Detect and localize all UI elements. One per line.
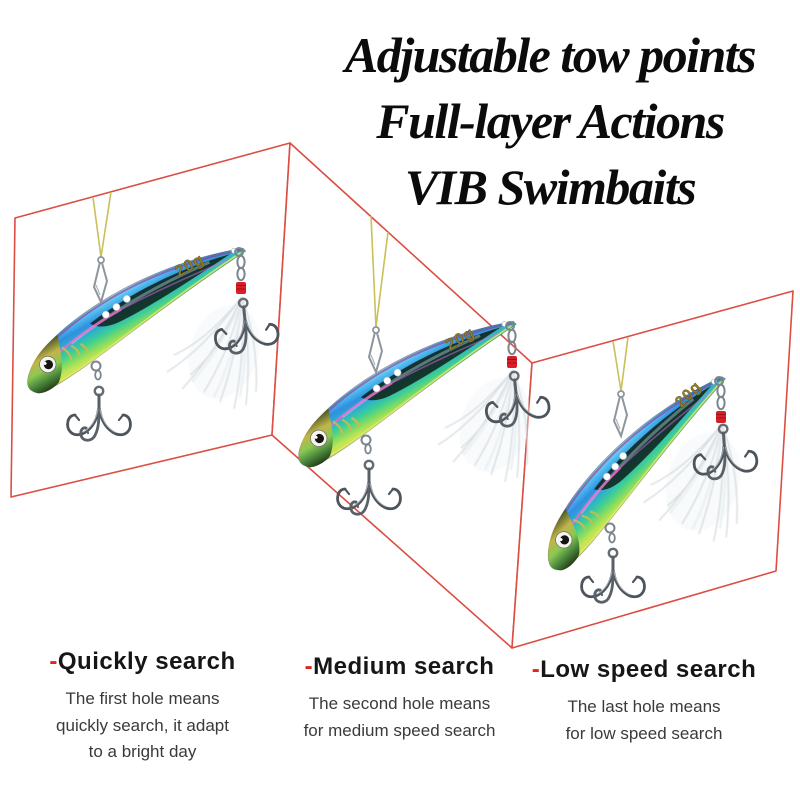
body-line: for medium speed search bbox=[303, 720, 496, 740]
section-heading: -Medium search bbox=[272, 653, 527, 681]
section-quickly-search: -Quickly search The first hole means qui… bbox=[15, 648, 270, 766]
body-line: The last hole means bbox=[567, 697, 721, 716]
body-line: for low speed search bbox=[565, 723, 723, 743]
belly-link bbox=[608, 532, 616, 544]
heading-text: Low speed search bbox=[540, 656, 757, 683]
section-low-speed-search: -Low speed search The last hole means fo… bbox=[518, 656, 770, 747]
fishing-line bbox=[92, 191, 112, 258]
section-body: The first hole means quickly search, it … bbox=[15, 686, 270, 766]
heading-dash: - bbox=[304, 653, 314, 680]
heading-dash: - bbox=[531, 656, 541, 683]
heading-text: Medium search bbox=[313, 653, 495, 680]
title-line-2: Full-layer Actions bbox=[376, 93, 725, 149]
body-line: The first hole means bbox=[65, 689, 220, 708]
body-line: The second hole means bbox=[308, 694, 491, 713]
heading-text: Quickly search bbox=[57, 648, 236, 675]
belly-link bbox=[94, 369, 102, 381]
section-medium-search: -Medium search The second hole means for… bbox=[272, 653, 527, 744]
section-body: The second hole means for medium speed s… bbox=[272, 691, 527, 744]
section-body: The last hole means for low speed search bbox=[518, 694, 770, 747]
heading-dash: - bbox=[49, 648, 58, 675]
title-line-3: VIB Swimbaits bbox=[404, 159, 697, 215]
title-line-1: Adjustable tow points bbox=[344, 27, 757, 83]
body-line: to a bright day bbox=[88, 742, 197, 761]
belly-link bbox=[364, 443, 372, 455]
section-heading: -Quickly search bbox=[15, 648, 270, 676]
fishing-line bbox=[370, 215, 389, 328]
belly-split-ring bbox=[604, 522, 616, 534]
section-heading: -Low speed search bbox=[518, 656, 770, 684]
title: Adjustable tow points Full-layer Actions… bbox=[290, 22, 800, 220]
body-line: quickly search, it adapt bbox=[56, 715, 229, 735]
fishing-line bbox=[612, 336, 629, 392]
